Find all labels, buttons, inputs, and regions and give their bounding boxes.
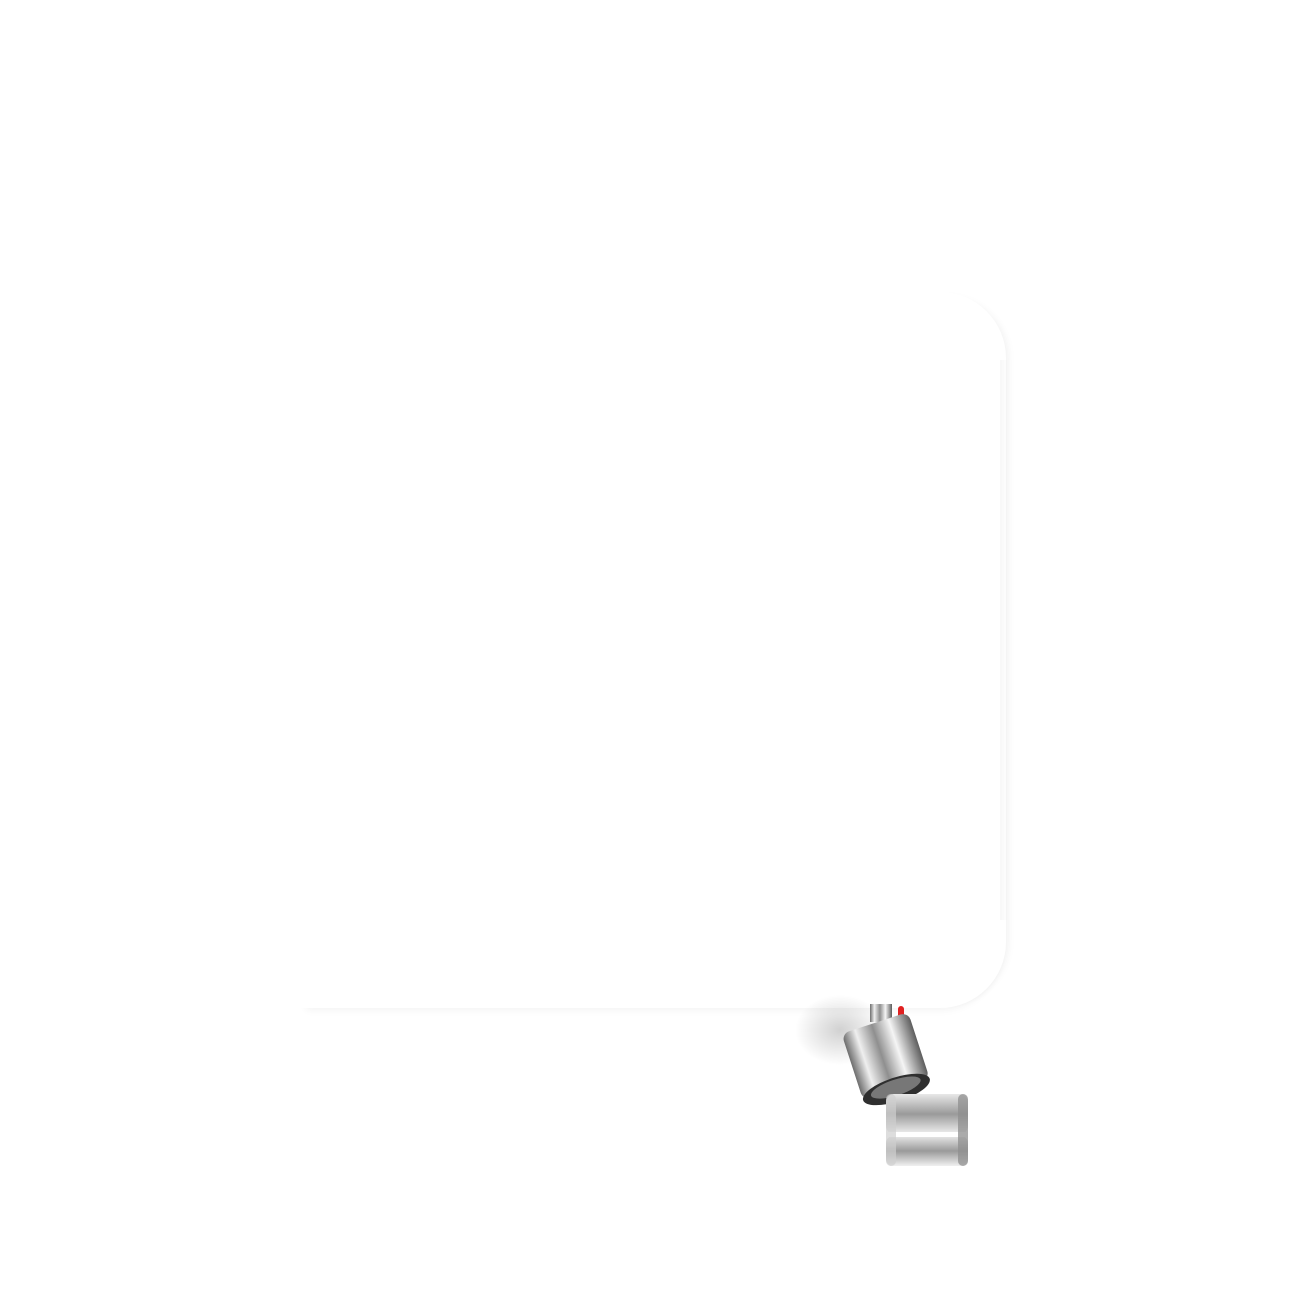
bracket-stem bbox=[870, 1004, 892, 1022]
panel-edge-shadow bbox=[1000, 360, 1008, 920]
bracket-cylinder bbox=[843, 1014, 930, 1106]
metal-bracket-icon bbox=[795, 995, 968, 1166]
mounting-panel bbox=[300, 292, 1006, 1008]
pipe-clamp-icon bbox=[886, 1094, 968, 1166]
